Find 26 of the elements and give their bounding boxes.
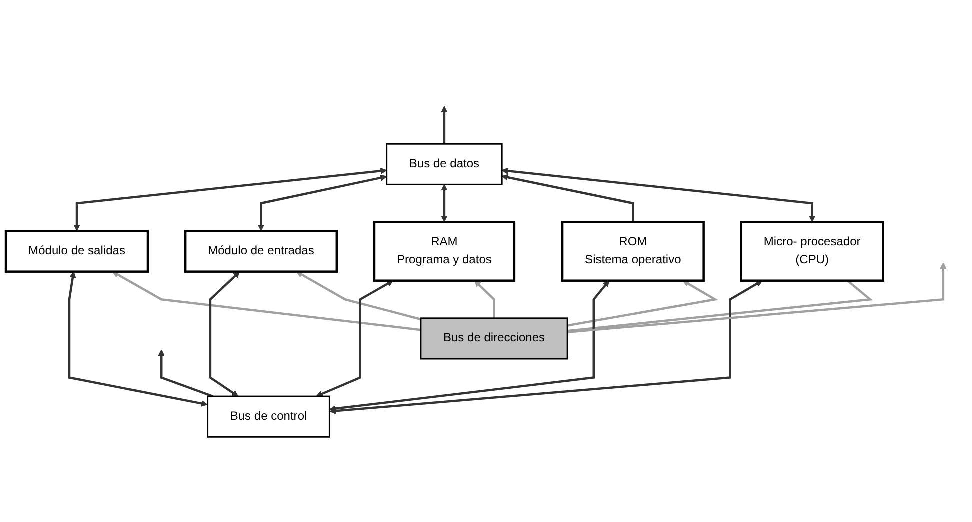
node-box: Bus de control xyxy=(207,396,330,438)
arrow xyxy=(74,168,388,232)
arrow xyxy=(316,280,394,398)
arrow xyxy=(474,280,496,319)
arrow xyxy=(330,280,610,412)
arrow xyxy=(209,272,240,398)
node-box: Módulo de entradas xyxy=(184,230,338,274)
arrow xyxy=(296,272,422,321)
arrow xyxy=(441,184,448,223)
arrow xyxy=(68,272,208,408)
arrow xyxy=(502,174,634,223)
arrow xyxy=(112,272,422,332)
arrow xyxy=(258,175,388,232)
arrow xyxy=(567,262,947,334)
node-box: Bus de direcciones xyxy=(420,318,568,360)
node-box: Micro- procesador (CPU) xyxy=(740,222,884,282)
node-box: RAM Programa y datos xyxy=(373,222,516,282)
connector xyxy=(567,280,874,333)
arrow xyxy=(158,350,214,398)
arrow xyxy=(502,168,816,223)
node-box: Módulo de salidas xyxy=(4,230,150,274)
node-box: ROM Sistema operativo xyxy=(561,222,705,282)
arrow xyxy=(567,280,718,328)
node-box: Bus de datos xyxy=(386,144,503,186)
arrow xyxy=(441,106,448,145)
arrow xyxy=(330,280,763,415)
